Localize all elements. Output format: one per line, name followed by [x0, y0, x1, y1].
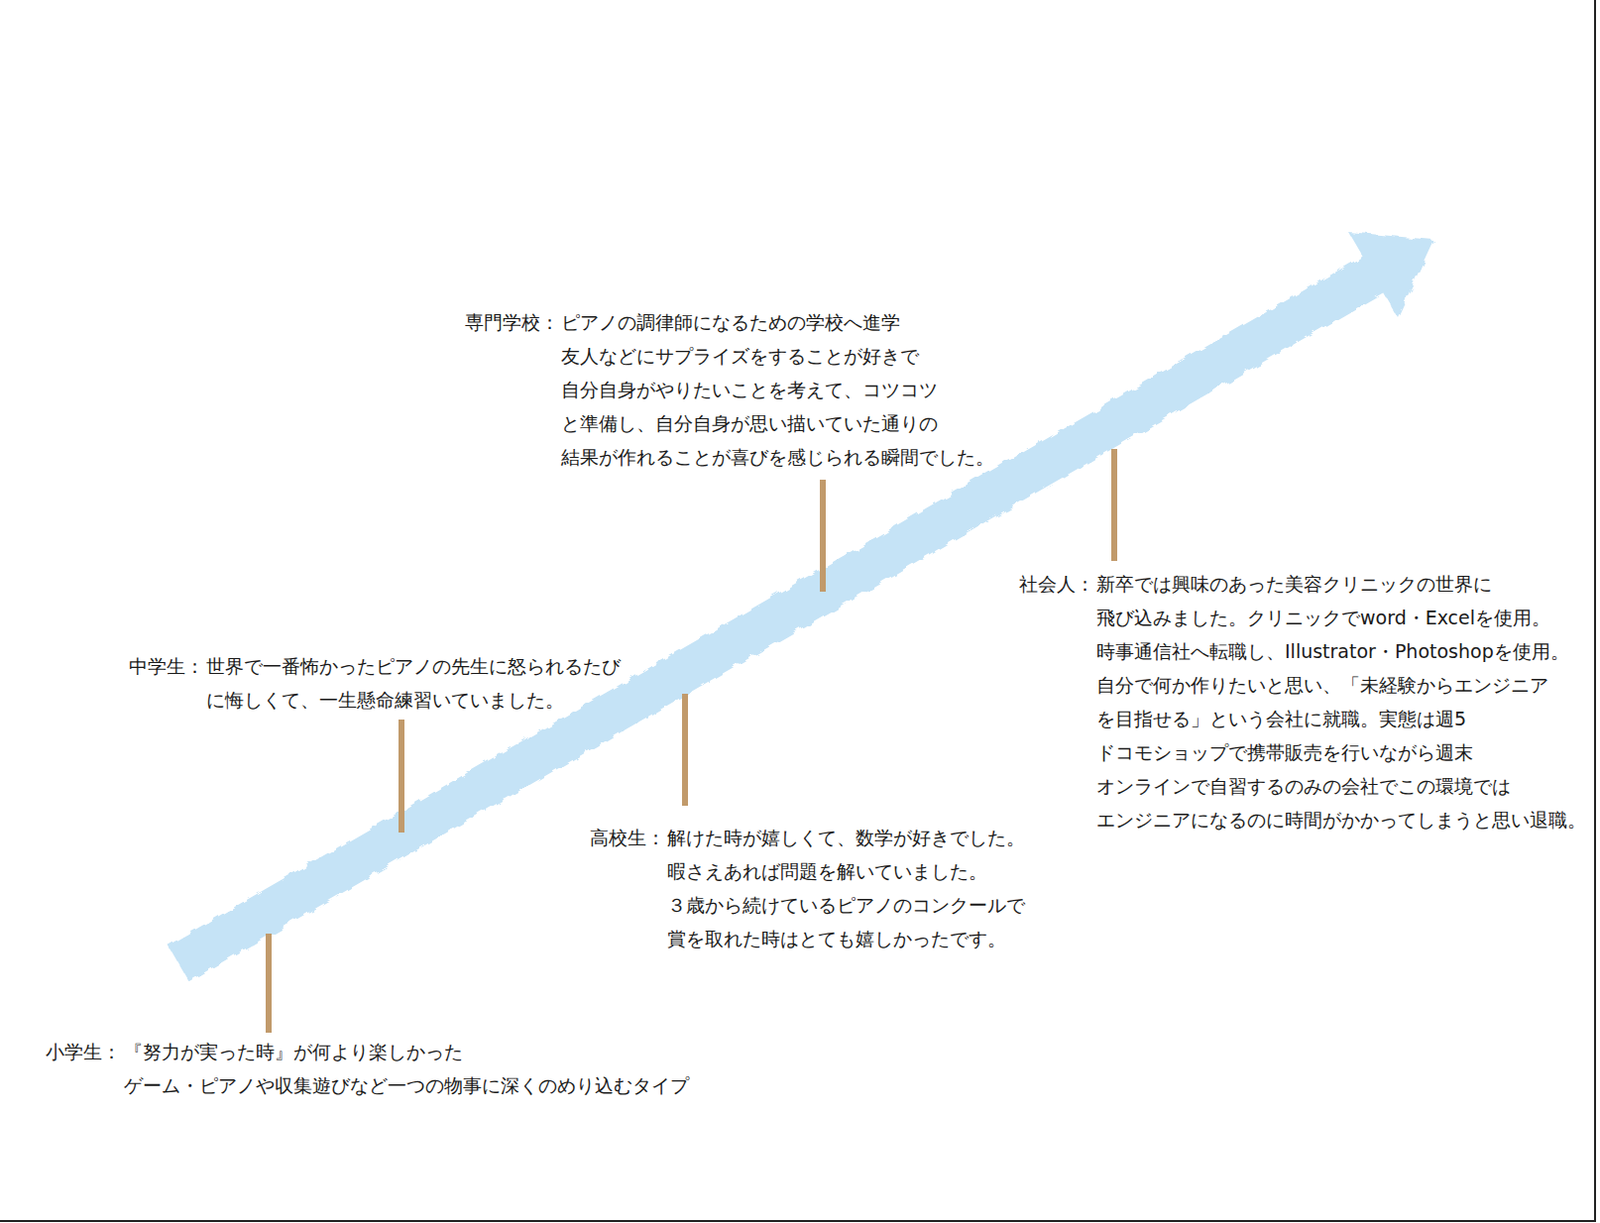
period-heading: 専門学校：: [464, 305, 560, 340]
frame-line: [0, 1220, 1597, 1223]
period-note: ピアノの調律師になるための学校へ進学 友人などにサプライズをすることが好きで 自…: [561, 305, 1051, 474]
period-note: 解けた時が嬉しくて、数学が好きでした。 暇さえあれば問題を解いていました。 ３歳…: [667, 820, 1120, 956]
leader-line: [1111, 449, 1118, 562]
leader-line: [819, 479, 826, 592]
frame-line: [1594, 0, 1597, 1223]
leader-line: [682, 693, 688, 806]
period-note: 新卒では興味のあった美容クリニックの世界に 飛び込みました。クリニックでword…: [1096, 567, 1600, 837]
period-heading: 社会人：: [1019, 567, 1095, 601]
period-heading: 中学生：: [128, 649, 205, 684]
period-heading: 小学生：: [45, 1034, 121, 1069]
period-note: 『努力が実った時』が何より楽しかった ゲーム・ピアノや収集遊びなど一つの物事に深…: [123, 1034, 727, 1103]
period-heading: 高校生：: [589, 820, 666, 855]
leader-line: [398, 719, 405, 833]
period-note: 世界で一番怖かったピアノの先生に怒られるたび に悔しくて、一生懸命練習いていまし…: [206, 649, 678, 717]
leader-line: [265, 933, 272, 1033]
